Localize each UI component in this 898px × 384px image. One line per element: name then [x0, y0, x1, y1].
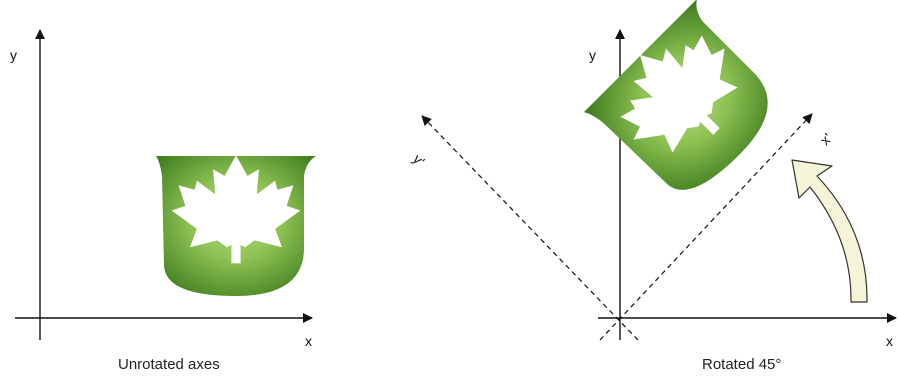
left-panel: y x	[10, 29, 316, 349]
right-y-label: y	[589, 47, 596, 63]
x-prime-axis	[599, 113, 813, 341]
right-panel: y x x' y'	[410, 0, 897, 349]
x-prime-label: x'	[817, 130, 835, 148]
y-prime-label: y'	[410, 151, 428, 169]
left-x-label: x	[305, 333, 312, 349]
left-y-label: y	[10, 47, 17, 63]
rotated-maple-leaf-badge-icon	[583, 0, 797, 212]
maple-leaf-badge-icon	[156, 155, 316, 296]
left-caption: Unrotated axes	[118, 356, 220, 373]
y-prime-axis	[421, 115, 639, 341]
curved-arrow-icon	[791, 159, 868, 303]
right-caption: Rotated 45°	[702, 356, 782, 373]
right-x-label: x	[886, 333, 893, 349]
